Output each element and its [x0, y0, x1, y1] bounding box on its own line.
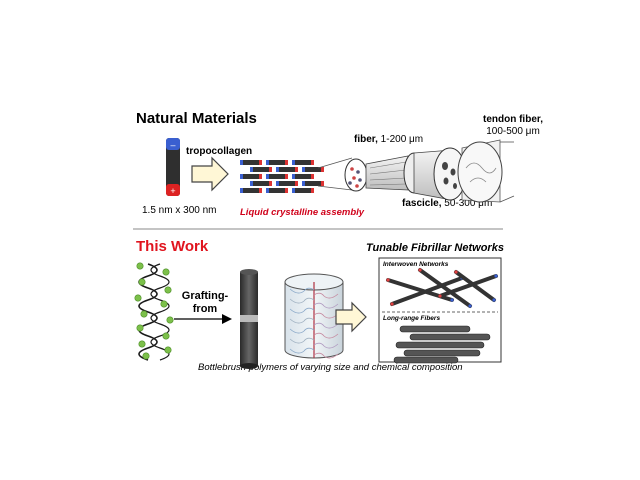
lc-assembly-label: Liquid crystalline assembly — [240, 207, 365, 218]
bottlebrush-vine-icon — [134, 262, 174, 361]
section-title-this-work: This Work — [136, 238, 209, 255]
svg-text:+: + — [170, 186, 175, 196]
assembly-arrow — [191, 156, 229, 192]
longrange-label: Long-range Fibers — [383, 315, 441, 322]
networks-panel — [378, 257, 502, 364]
tropocollagen-size: 1.5 nm x 300 nm — [142, 205, 217, 216]
grafted-rod-icon — [240, 269, 258, 369]
tendon-label: tendon fiber, 100-500 μm — [468, 114, 558, 138]
tendon-hierarchy-icon — [317, 139, 515, 203]
tendon-name: tendon fiber, — [483, 114, 543, 125]
grafting-arrow — [174, 314, 232, 324]
fiber-size: 1-200 μm — [377, 134, 424, 145]
fiber-name: fiber, — [354, 134, 378, 145]
section-title-natural: Natural Materials — [136, 110, 257, 127]
fiber-label: fiber, 1-200 μm — [354, 134, 423, 146]
fascicle-label: fascicle, 50-300 μm — [402, 198, 492, 210]
grafting-label: Grafting- from — [181, 290, 229, 315]
tropocollagen-icon: – + — [166, 138, 180, 196]
fascicle-name: fascicle, — [402, 198, 442, 209]
tendon-size: 100-500 μm — [486, 126, 540, 137]
bottlebrush-cylinder-icon — [284, 273, 344, 359]
interwoven-label: Interwoven Networks — [383, 261, 449, 268]
collagen-stack — [240, 160, 324, 193]
networks-title: Tunable Fibrillar Networks — [366, 242, 504, 254]
networks-arrow — [335, 301, 367, 333]
svg-text:–: – — [170, 140, 175, 150]
tropocollagen-label: tropocollagen — [186, 146, 253, 157]
bottom-caption: Bottlebrush polymers of varying size and… — [198, 362, 463, 373]
fascicle-size: 50-300 μm — [441, 198, 493, 209]
